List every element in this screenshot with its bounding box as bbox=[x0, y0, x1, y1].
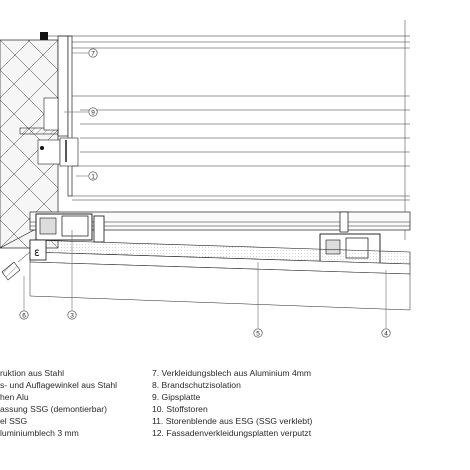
legend-item-left-3: hen Alu bbox=[0, 392, 29, 402]
svg-text:4: 4 bbox=[384, 330, 388, 337]
legend-item-12: 12. Fassadenverkleidungsplatten verputzt bbox=[152, 428, 312, 438]
callout-4: 4 bbox=[381, 328, 391, 338]
legend-item-11: 11. Storenblende aus ESG (SSG verklebt) bbox=[152, 416, 313, 426]
legend: ruktion aus Stahl s- und Auflagewinkel a… bbox=[0, 360, 470, 460]
svg-text:7: 7 bbox=[91, 50, 95, 57]
legend-item-8: 8. Brandschutzisolation bbox=[152, 380, 241, 390]
svg-text:9: 9 bbox=[91, 109, 95, 116]
legend-item-7: 7. Verkleidungsblech aus Aluminium 4mm bbox=[152, 368, 312, 378]
callout-7: 7 bbox=[88, 48, 98, 58]
callout-9: 9 bbox=[88, 107, 98, 117]
leader-lines bbox=[23, 52, 387, 328]
callout-1: 1 bbox=[88, 171, 98, 181]
legend-item-left-2: s- und Auflagewinkel aus Stahl bbox=[0, 380, 118, 390]
svg-text:3: 3 bbox=[70, 312, 74, 319]
svg-text:1: 1 bbox=[91, 173, 95, 180]
legend-item-9: 9. Gipsplatte bbox=[152, 392, 201, 402]
svg-text:5: 5 bbox=[256, 330, 260, 337]
legend-item-left-4: assung SSG (demontierbar) bbox=[0, 404, 107, 414]
svg-text:6: 6 bbox=[22, 312, 26, 319]
legend-item-left-6: luminiumblech 3 mm bbox=[0, 428, 79, 438]
svg-text:ℇ: ℇ bbox=[34, 248, 40, 258]
storen-blende: ℇ bbox=[1, 239, 411, 311]
legend-item-10: 10. Stoffstoren bbox=[152, 404, 208, 414]
callout-3: 3 bbox=[67, 310, 77, 320]
facade-panels bbox=[72, 20, 410, 240]
facade-section-drawing: ℇ 7 9 1 6 3 5 4 bbox=[0, 20, 411, 338]
legend-item-left-5: el SSG bbox=[0, 416, 28, 426]
legend-item-left-1: ruktion aus Stahl bbox=[0, 368, 65, 378]
wall-layers bbox=[0, 32, 410, 249]
callout-6: 6 bbox=[19, 310, 29, 320]
callout-5: 5 bbox=[253, 328, 263, 338]
frame-profile bbox=[29, 211, 411, 265]
